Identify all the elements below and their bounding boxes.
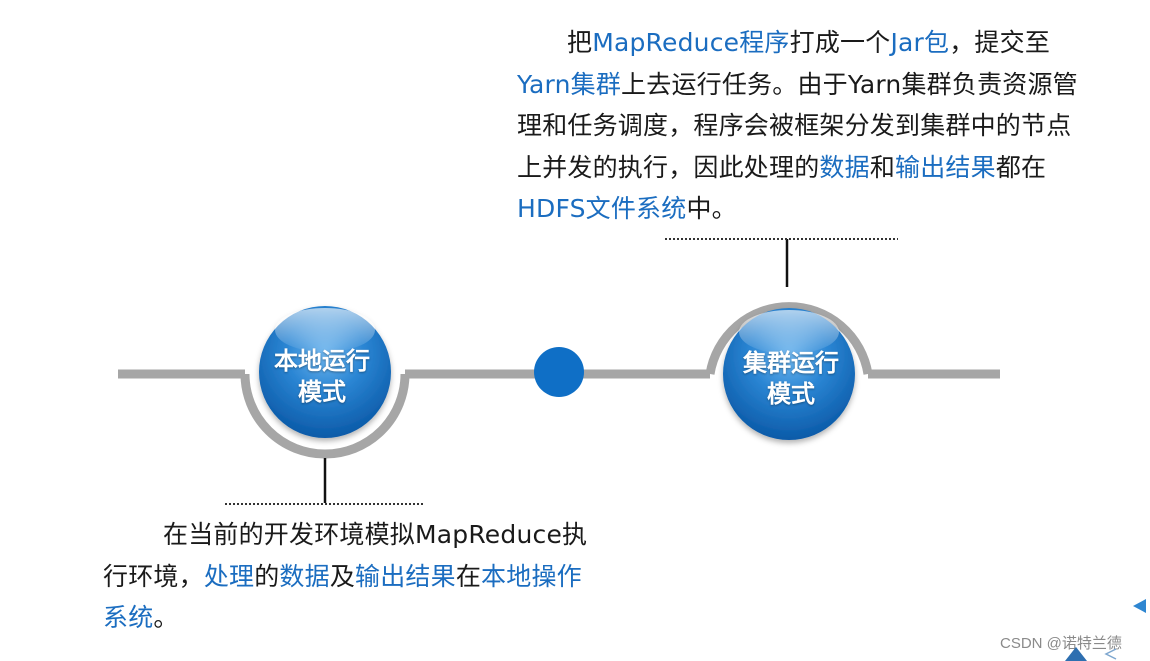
- local-node: [259, 306, 391, 438]
- text-segment: ，提交至: [949, 28, 1051, 57]
- text-highlight: 数据: [819, 152, 870, 182]
- cluster-node: [723, 308, 855, 440]
- text-highlight: 输出结果: [355, 561, 456, 591]
- text-segment: 都在: [995, 152, 1047, 182]
- text-highlight: HDFS文件系统: [517, 194, 687, 223]
- nav-left-arrow-icon[interactable]: [1131, 598, 1147, 614]
- text-highlight: 数据: [279, 561, 330, 591]
- text-highlight: 本地操作系统: [103, 561, 582, 633]
- text-segment: 在当前的开发环境模拟MapReduce执行环境，: [103, 520, 588, 591]
- cluster-node-label: 集群运行 模式: [716, 348, 866, 410]
- text-segment: 和: [869, 152, 896, 182]
- local-node-label-line2: 模式: [298, 378, 346, 406]
- text-highlight: 处理: [203, 561, 255, 591]
- text-segment: 及: [329, 561, 356, 591]
- local-node-ring: [240, 373, 410, 459]
- cluster-node-ring: [705, 302, 873, 375]
- text-highlight: Jar包: [890, 28, 950, 57]
- text-segment: 打成一个: [789, 28, 891, 57]
- text-highlight: 输出结果: [895, 152, 996, 182]
- text-segment: 在: [455, 561, 482, 591]
- cluster-node-label-line1: 集群运行: [743, 349, 839, 377]
- cluster-mode-description: 把MapReduce程序打成一个Jar包，提交至 Yarn集群上去运行任务。由于Y…: [517, 22, 1082, 230]
- text-highlight: MapReduce程序: [592, 28, 790, 57]
- nav-left-small-icon[interactable]: [1104, 648, 1118, 660]
- watermark: CSDN @诺特兰德: [1000, 635, 1122, 652]
- text-segment: 上去运行任务。由于Yarn集群负责资源管理和任务调度，程序会被框架分发到集群中的…: [517, 69, 1078, 182]
- cluster-node-label-line2: 模式: [767, 380, 815, 408]
- middle-dot: [534, 347, 584, 397]
- text-segment: 。: [153, 603, 179, 632]
- local-node-label: 本地运行 模式: [247, 346, 397, 408]
- local-node-label-line1: 本地运行: [274, 347, 370, 375]
- text-highlight: Yarn集群: [517, 69, 622, 99]
- nav-up-arrow-icon[interactable]: [1064, 646, 1088, 661]
- text-segment: 中。: [686, 194, 737, 223]
- text-segment: 的: [254, 561, 280, 591]
- text-segment: 把: [567, 28, 593, 57]
- local-mode-description: 在当前的开发环境模拟MapReduce执行环境，处理的数据及输出结果在本地操作系…: [103, 514, 588, 639]
